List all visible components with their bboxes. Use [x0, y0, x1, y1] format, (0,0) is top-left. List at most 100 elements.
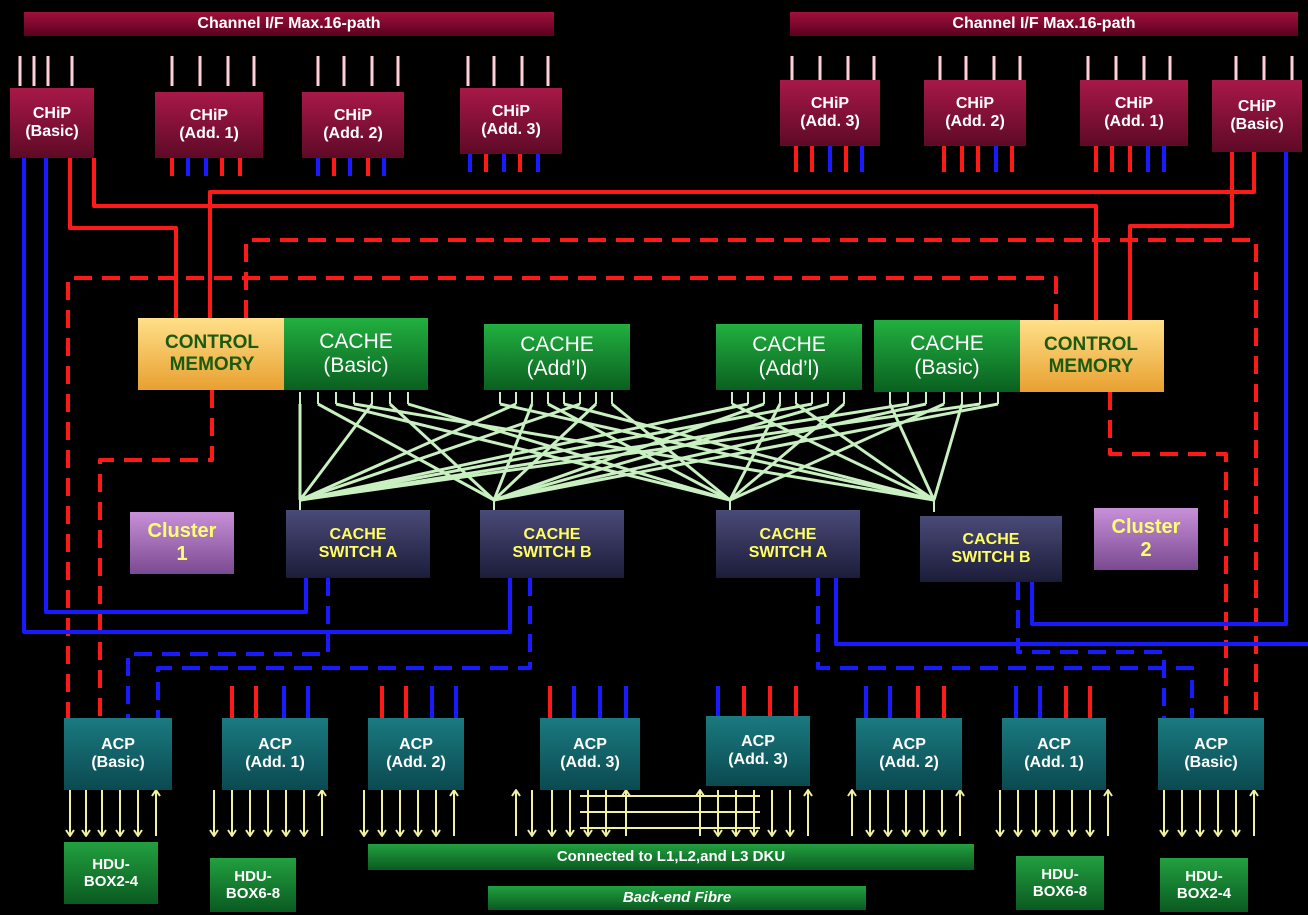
- chip-name: CHiP: [32, 104, 72, 122]
- acp-to-hdu-arrow: [1231, 829, 1241, 837]
- cache-switch-line1: CACHE: [329, 525, 387, 543]
- hdu-prefix: HDU-: [234, 867, 272, 885]
- cluster-1: Cluster 1: [130, 512, 234, 574]
- red-dashed-path: [1108, 392, 1228, 720]
- acp-to-hdu-arrow: [749, 829, 759, 837]
- control-memory-right: CONTROL MEMORY: [1018, 320, 1164, 392]
- acp-to-hdu-arrow: [133, 829, 143, 837]
- chip-name: CHiP: [955, 94, 995, 112]
- hdu-box2-4-right: HDU- BOX2-4: [1160, 858, 1248, 912]
- cache-switch-line1: CACHE: [759, 525, 817, 543]
- cluster-number: 2: [1140, 539, 1152, 561]
- acp-name: ACP: [892, 735, 926, 753]
- acp-to-hdu-arrow: [937, 829, 947, 837]
- acp-to-hdu-arrow: [955, 789, 965, 797]
- chip-variant: (Add. 3): [800, 113, 860, 130]
- acp-variant: (Add. 2): [879, 754, 939, 771]
- chip-variant: (Basic): [25, 123, 79, 140]
- blue-dashed-path: [1016, 582, 1166, 718]
- cache-variant: (Add’l): [758, 357, 820, 380]
- acp-to-hdu-arrow: [883, 829, 893, 837]
- cache-switch-line2: SWITCH A: [748, 544, 828, 561]
- chip-variant: (Add. 2): [323, 125, 383, 142]
- cache-switch-link: [335, 402, 731, 502]
- control-memory-line2: MEMORY: [169, 354, 255, 375]
- red-dashed-path: [244, 238, 1258, 720]
- acp-right-add3: ACP (Add. 3): [706, 716, 810, 786]
- acp-to-hdu-arrow: [1195, 829, 1205, 837]
- chip-variant: (Add. 1): [1104, 113, 1164, 130]
- acp-left-add2: ACP (Add. 2): [368, 718, 464, 790]
- chip-left-add1: CHiP (Add. 1): [155, 92, 263, 158]
- red-path-chip-to-cm: [92, 158, 1098, 320]
- cache-variant: (Basic): [914, 356, 980, 379]
- red-path-chip-to-cm: [68, 158, 178, 318]
- acp-to-hdu-arrow: [1177, 829, 1187, 837]
- cache-switch-link: [888, 403, 936, 501]
- acp-to-hdu-arrow: [601, 829, 611, 837]
- chip-name: CHiP: [1237, 97, 1277, 115]
- cache-switch-b-left: CACHE SWITCH B: [480, 510, 624, 578]
- cache-switch-link: [299, 402, 517, 502]
- cluster-2: Cluster 2: [1094, 508, 1198, 570]
- acp-to-hdu-arrow: [1013, 829, 1023, 837]
- acp-to-hdu-arrow: [1213, 829, 1223, 837]
- cache-switch-link: [493, 402, 999, 502]
- cluster-label: Cluster: [147, 520, 217, 542]
- hdu-box6-8-right: HDU- BOX6-8: [1016, 856, 1104, 910]
- cache-switch-link: [932, 403, 964, 501]
- chip-right-add2: CHiP (Add. 2): [924, 80, 1026, 146]
- acp-to-hdu-arrow: [1049, 829, 1059, 837]
- cache-name: CACHE: [319, 329, 393, 353]
- acp-to-hdu-arrow: [731, 829, 741, 837]
- control-memory-line1: CONTROL: [165, 332, 259, 354]
- acp-to-hdu-arrow: [511, 789, 521, 797]
- back-end-fibre-bar: Back-end Fibre: [488, 886, 866, 910]
- acp-to-hdu-arrow: [565, 829, 575, 837]
- hdu-range: BOX6-8: [225, 885, 281, 902]
- acp-to-hdu-arrow: [115, 829, 125, 837]
- acp-to-hdu-arrow: [65, 829, 75, 837]
- acp-right-add1: ACP (Add. 1): [1002, 718, 1106, 790]
- cache-basic-right: CACHE (Basic): [874, 320, 1020, 392]
- dku-connection-bar: Connected to L1,L2,and L3 DKU: [368, 844, 974, 870]
- chip-name: CHiP: [491, 102, 531, 120]
- acp-to-hdu-arrow: [227, 829, 237, 837]
- acp-variant: (Add. 2): [386, 754, 446, 771]
- cache-switch-line2: SWITCH A: [318, 544, 398, 561]
- acp-to-hdu-arrow: [1159, 829, 1169, 837]
- control-memory-left: CONTROL MEMORY: [138, 318, 286, 390]
- acp-to-hdu-arrow: [81, 829, 91, 837]
- cache-switch-a-right: CACHE SWITCH A: [716, 510, 860, 578]
- acp-to-hdu-arrow: [431, 829, 441, 837]
- cache-variant: (Add’l): [526, 357, 588, 380]
- acp-to-hdu-arrow: [299, 829, 309, 837]
- cache-switch-line1: CACHE: [523, 525, 581, 543]
- acp-to-hdu-arrow: [803, 789, 813, 797]
- chip-name: CHiP: [189, 106, 229, 124]
- cache-switch-link: [407, 402, 731, 502]
- acp-to-hdu-arrow: [359, 829, 369, 837]
- hdu-prefix: HDU-: [92, 855, 130, 873]
- acp-variant: (Add. 3): [728, 751, 788, 768]
- acp-to-hdu-arrow: [263, 829, 273, 837]
- chip-variant: (Add. 2): [945, 113, 1005, 130]
- cache-name: CACHE: [520, 332, 594, 356]
- cache-switch-link: [611, 402, 731, 502]
- chip-right-basic: CHiP (Basic): [1212, 80, 1302, 152]
- hdu-range: BOX2-4: [83, 873, 139, 890]
- acp-to-hdu-arrow: [377, 829, 387, 837]
- cache-switch-link: [731, 402, 935, 502]
- acp-to-hdu-arrow: [901, 829, 911, 837]
- red-path-chip-to-cm: [208, 152, 1256, 318]
- acp-to-hdu-arrow: [281, 829, 291, 837]
- acp-right-basic: ACP (Basic): [1158, 718, 1264, 790]
- acp-variant: (Add. 1): [245, 754, 305, 771]
- acp-to-hdu-arrow: [395, 829, 405, 837]
- acp-right-add2: ACP (Add. 2): [856, 718, 962, 790]
- cache-switch-link: [492, 403, 534, 501]
- chip-left-add2: CHiP (Add. 2): [302, 92, 404, 158]
- chip-left-add3: CHiP (Add. 3): [460, 88, 562, 154]
- acp-variant: (Add. 1): [1024, 754, 1084, 771]
- acp-to-hdu-arrow: [209, 829, 219, 837]
